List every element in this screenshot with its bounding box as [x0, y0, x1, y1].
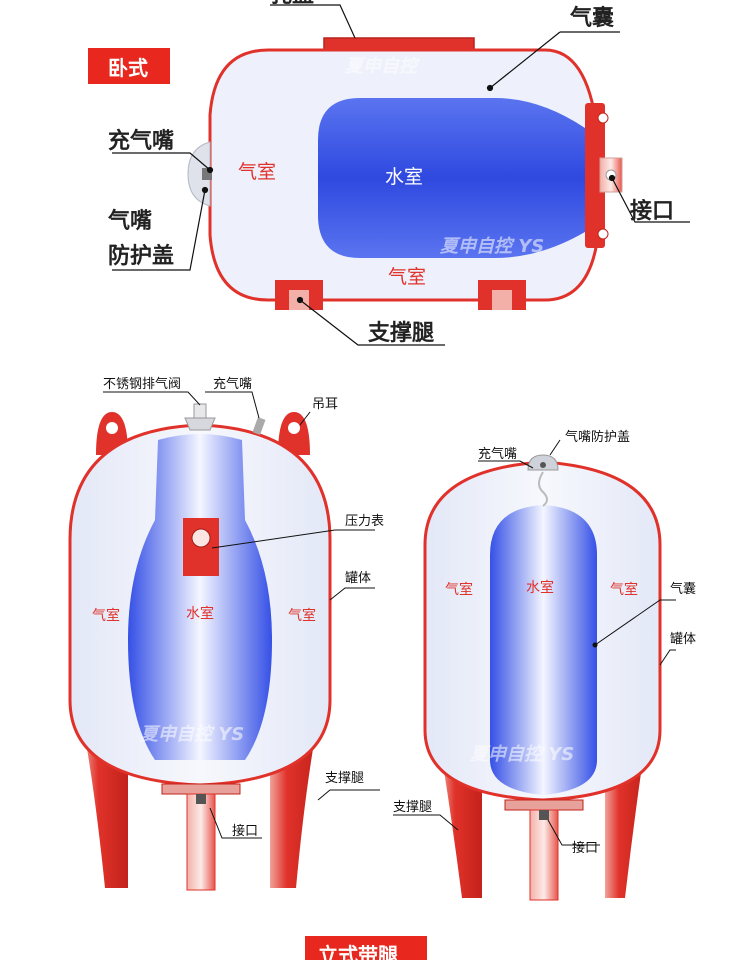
vr-bladder — [490, 505, 597, 795]
horizontal-badge — [88, 48, 170, 84]
horizontal-charge-nozzle — [187, 141, 212, 207]
h-hole-cover-label: 孔盖 — [270, 0, 314, 8]
vl-water-chamber — [128, 434, 272, 760]
h-water-chamber: 水室 — [385, 166, 423, 188]
h-air-chamber-bottom: 气室 — [388, 266, 426, 288]
bottom-badge — [305, 936, 427, 960]
vl-pressure-gauge — [183, 518, 219, 576]
vertical-tank-right: 夏申自控 YS 气室 水室 气室 充气嘴 气嘴防护盖 气囊 罐体 支撑腿 接口 — [393, 429, 696, 901]
vl-tank-body-label: 罐体 — [345, 571, 371, 586]
vl-air-right: 气室 — [288, 607, 316, 624]
vl-lifting-lug-label: 吊耳 — [312, 397, 338, 412]
h-support-leg-label: 支撑腿 — [368, 321, 434, 346]
h-air-chamber: 气室 — [238, 161, 276, 183]
h-nozzle-cover-label-2: 防护盖 — [108, 243, 174, 269]
watermark-bottom: 夏申自控 YS — [440, 236, 544, 257]
vr-bladder-label: 气囊 — [670, 581, 696, 597]
vertical-tank-left: 夏申自控 YS 气室 水室 气室 不锈钢排气阀 充气嘴 吊耳 压力表 罐体 支撑… — [68, 376, 384, 891]
vl-support-leg-label: 支撑腿 — [325, 771, 364, 786]
vl-bottom-port — [161, 783, 241, 891]
horizontal-water-chamber — [318, 98, 585, 258]
vr-support-leg-label: 支撑腿 — [393, 800, 432, 815]
horizontal-tank: 卧式 夏申自控 夏申自控 YS 气 — [88, 0, 690, 346]
h-nozzle-cover-label-1: 气嘴 — [107, 208, 152, 234]
h-charge-nozzle-label: 充气嘴 — [108, 128, 174, 154]
vr-nozzle-cover-label: 气嘴防护盖 — [565, 429, 630, 445]
vl-charge-nozzle-label: 充气嘴 — [213, 376, 252, 392]
vr-air-right: 气室 — [610, 581, 638, 598]
watermark-top: 夏申自控 — [345, 56, 420, 77]
vl-air-left: 气室 — [92, 607, 120, 624]
vl-port-label: 接口 — [232, 823, 258, 839]
bottom-badge-text: 立式带腿 — [318, 943, 398, 960]
vr-watermark: 夏申自控 YS — [470, 744, 574, 765]
vr-tank-body-label: 罐体 — [670, 632, 696, 647]
horizontal-port-flange — [585, 103, 623, 248]
vr-water: 水室 — [526, 579, 554, 596]
vr-air-left: 气室 — [445, 581, 473, 598]
vr-bottom-port — [504, 799, 584, 901]
vl-leader-lines — [103, 391, 380, 839]
vr-charge-nozzle-label: 充气嘴 — [478, 446, 517, 462]
vl-vent-valve-label: 不锈钢排气阀 — [103, 376, 181, 392]
vl-charge-nozzle — [252, 417, 266, 435]
horizontal-badge-text: 卧式 — [108, 56, 148, 80]
vr-port-label: 接口 — [572, 840, 598, 856]
vl-watermark: 夏申自控 YS — [140, 724, 244, 745]
vl-pressure-gauge-label: 压力表 — [345, 514, 384, 529]
vl-water: 水室 — [186, 605, 214, 622]
vl-vent-valve — [184, 403, 216, 431]
h-port-label: 接口 — [630, 199, 674, 224]
vr-leader-lines — [393, 439, 676, 846]
h-bladder-label: 气囊 — [569, 5, 614, 31]
horizontal-leader-lines — [112, 4, 690, 346]
vr-nozzle-cover — [527, 454, 559, 507]
